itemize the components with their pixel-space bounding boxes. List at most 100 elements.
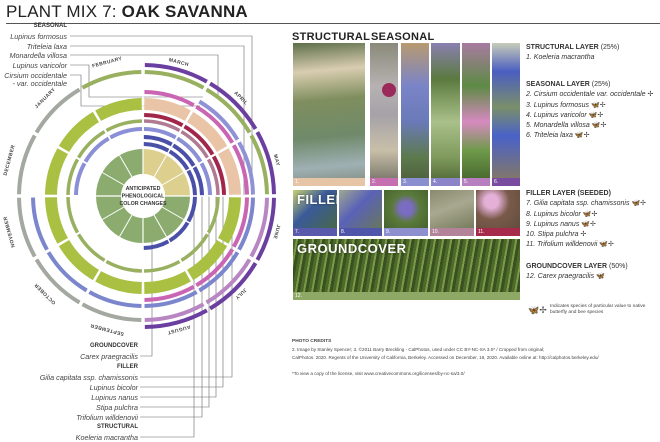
photo-caption: 7. <box>293 228 337 236</box>
bloom-ring-segment <box>102 206 133 237</box>
structural-label-heading: STRUCTURAL <box>97 424 138 430</box>
wedge-divider <box>153 155 167 178</box>
photo-credits: PHOTO CREDITS 2. Image by Stanley Spence… <box>292 337 599 378</box>
photo-caption: 11. <box>476 228 520 236</box>
center-line-2: PHENOLOGICAL <box>122 194 165 200</box>
month-label-june: JUNE <box>271 224 281 240</box>
photo-2: 2. <box>370 43 398 186</box>
bloom-ring-segment <box>81 70 142 90</box>
bloom-ring-segment <box>206 158 220 196</box>
bloom-ring-segment <box>105 119 143 133</box>
bloom-ring-segment <box>77 233 106 262</box>
butterfly-bee-icons: 🦋✢ <box>631 200 647 208</box>
bloom-ring-segment <box>199 162 212 196</box>
page-title: PLANT MIX 7: OAK SAVANNA <box>6 2 248 22</box>
wedge-divider <box>161 172 184 186</box>
photo-1: 1. <box>293 43 365 186</box>
bloom-ring-segment <box>249 134 269 195</box>
bloom-ring-segment <box>81 302 142 322</box>
bloom-ring-segment <box>209 81 258 130</box>
label-koeleria: Koeleria macrantha <box>75 433 138 442</box>
bloom-ring-segment <box>206 196 220 234</box>
photo-9: 9. <box>384 190 428 236</box>
credits-line: CalPhotos. 2020. Regents of the Universi… <box>292 355 599 360</box>
title-prefix: PLANT MIX 7: <box>6 2 122 21</box>
bloom-ring-segment <box>46 251 88 293</box>
groundcover-heading: GROUNDCOVER <box>297 241 407 256</box>
legend-heading: STRUCTURAL LAYER <box>526 44 599 51</box>
bloom-ring-segment <box>183 124 215 156</box>
bloom-ring-segment <box>172 143 196 167</box>
bloom-ring-segment <box>58 111 100 153</box>
month-label-september: SEPTEMBER <box>90 322 125 337</box>
bee-icon: ✢ <box>580 231 587 239</box>
bloom-ring-segment <box>144 113 184 128</box>
bloom-ring-segment <box>198 99 240 141</box>
photo-8: 8. <box>339 190 382 236</box>
filler-layer-legend: FILLER LAYER (SEEDED) 7. Gilia capitata … <box>526 189 646 251</box>
credits-line: 2. Image by Stanley Spencer; 3. ©2011 Ba… <box>292 347 545 352</box>
label-monardella-villosa: Monardella villosa <box>9 51 67 60</box>
legend-item: 8. Lupinus bicolor <box>526 210 581 218</box>
bloom-ring-segment <box>143 259 181 273</box>
phenology-wheel: MARCHAPRILMAYJUNEJULYAUGUSTSEPTEMBEROCTO… <box>3 35 281 438</box>
bloom-ring-segment <box>144 70 205 90</box>
bloom-ring-segment <box>83 136 110 163</box>
legend-heading: SEASONAL LAYER <box>526 81 590 88</box>
bloom-ring-segment <box>143 127 177 140</box>
label-gilia: Gilia capitata ssp. chamissonis <box>39 373 138 382</box>
photo-caption: 4. <box>431 178 460 186</box>
credits-heading: PHOTO CREDITS <box>292 339 332 344</box>
bloom-ring-segment <box>144 302 205 322</box>
leader-line <box>140 232 153 357</box>
legend-item: 2. Cirsium occidentale var. occidentale <box>526 91 646 99</box>
label-lupinus-formosus: Lupinus formosus <box>10 32 67 41</box>
bloom-ring-segment <box>143 98 191 122</box>
bloom-ring-segment <box>144 308 208 329</box>
bloom-ring-segment <box>143 142 170 153</box>
butterfly-bee-icons: 🦋✢ <box>581 220 596 228</box>
bloom-ring-segment <box>161 172 190 197</box>
wedge-divider <box>102 206 125 220</box>
groundcover-label-heading: GROUNDCOVER <box>89 343 138 349</box>
key-text: Indicates species of particular value to… <box>550 304 646 315</box>
photo-4: 4. <box>431 43 460 186</box>
bloom-ring-segment <box>17 134 37 195</box>
label-trifolium: Trifolium willdenovii <box>76 413 138 422</box>
leader-line <box>70 45 245 195</box>
photo-caption: 5. <box>462 178 490 186</box>
bloom-ring-segment <box>144 90 195 107</box>
photo-5: 5. <box>462 43 490 186</box>
bloom-ring-segment <box>205 87 252 134</box>
bloom-ring-segment <box>186 196 197 223</box>
bloom-ring-segment <box>198 251 240 293</box>
bloom-ring-segment <box>168 221 190 243</box>
bloom-ring-segment <box>66 196 80 234</box>
seasonal-label-heading: SEASONAL <box>33 23 67 29</box>
legend-item: 10. Stipa pulchra <box>526 231 579 239</box>
month-label-february: FEBRUARY <box>92 56 124 70</box>
title-divider <box>6 23 660 24</box>
bee-icon: ✢ <box>647 91 654 99</box>
center-line-1: ANTICIPATED <box>126 186 161 192</box>
bloom-ring-segment <box>109 127 143 140</box>
bloom-ring-segment <box>144 285 195 302</box>
month-label-november: NOVEMBER <box>3 215 17 248</box>
wedge-divider <box>119 155 133 178</box>
legend-item: 11. Trifolium willdenovii <box>526 241 598 249</box>
key-icons: 🦋✢ <box>528 305 547 315</box>
photo-7: FILLER7. <box>293 190 337 236</box>
bloom-ring-segment <box>105 259 143 273</box>
bloom-ring-segment <box>205 258 252 305</box>
butterfly-bee-icons: 🦋✢ <box>582 210 598 218</box>
bloom-ring-segment <box>211 155 226 195</box>
leader-line <box>70 35 253 195</box>
photo-caption: 3. <box>401 178 429 186</box>
bloom-ring-segment <box>96 172 125 197</box>
bloom-ring-segment <box>153 155 184 186</box>
photo-caption: 6. <box>492 178 520 186</box>
label-carex: Carex praegracilis <box>80 352 138 361</box>
bloom-ring-segment <box>102 155 133 186</box>
bloom-ring-segment <box>77 130 106 159</box>
photo-caption: 10. <box>430 228 474 236</box>
